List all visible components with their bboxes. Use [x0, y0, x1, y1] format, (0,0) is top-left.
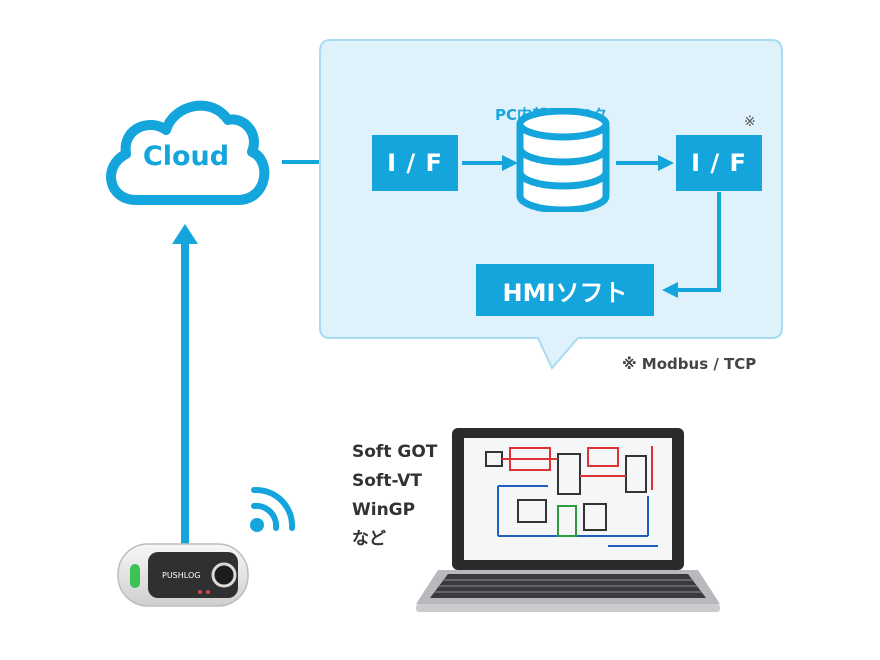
software-item: など	[352, 529, 386, 549]
software-item: WinGP	[352, 500, 416, 520]
modbus-note: ※ Modbus / TCP	[622, 355, 757, 373]
software-item: Soft GOT	[352, 442, 438, 462]
arrow-db-to-if	[616, 155, 674, 171]
software-item: Soft-VT	[352, 471, 423, 491]
if-right-box: I / F	[676, 135, 762, 191]
cloud-icon	[106, 100, 270, 205]
hmi-software-box: HMIソフト	[476, 264, 654, 316]
note-mark: ※	[744, 114, 756, 130]
arrow-if-to-hmi	[662, 192, 721, 298]
cloud-label: Cloud	[142, 141, 230, 172]
if-left-box: I / F	[372, 135, 458, 191]
pushlog-device: PUSHLOG	[117, 543, 249, 607]
database-icon	[516, 108, 610, 212]
arrow-if-to-db	[462, 155, 518, 171]
device-brand-text: PUSHLOG	[162, 571, 200, 580]
software-list: Soft GOT Soft-VT WinGP など	[352, 438, 437, 554]
wifi-signal-icon	[250, 486, 296, 532]
arrow-device-to-cloud	[172, 224, 198, 548]
laptop-icon	[416, 428, 720, 612]
